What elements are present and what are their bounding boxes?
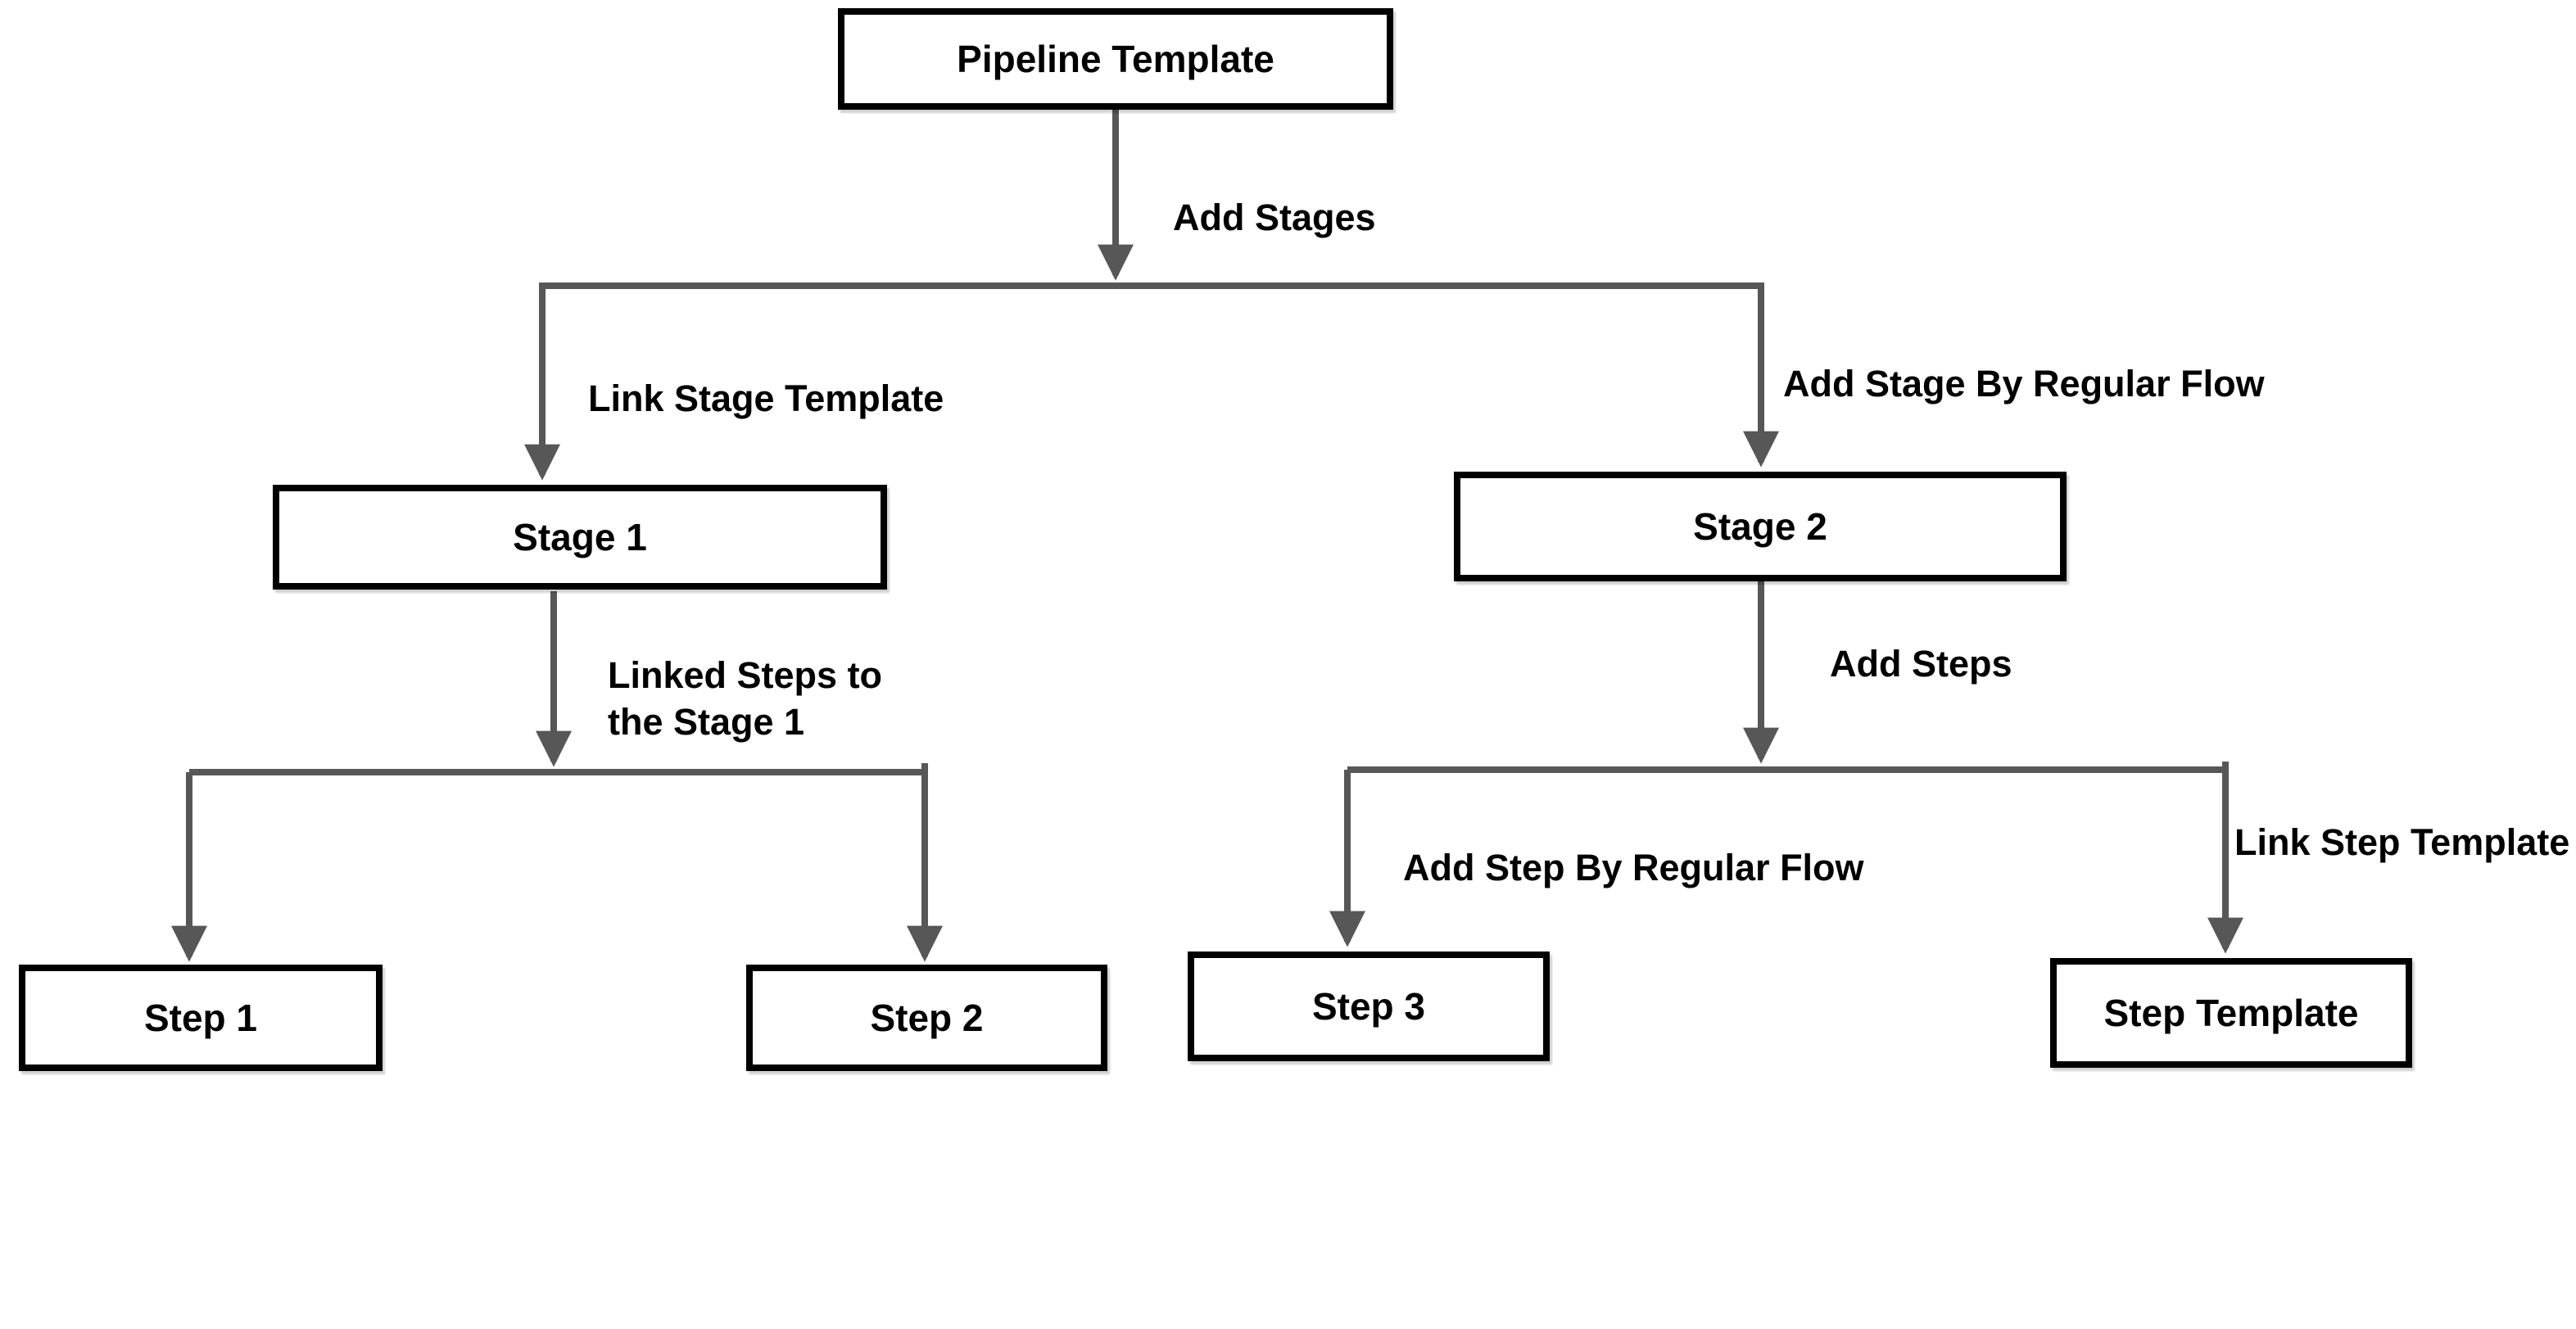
node-step-3: Step 3 bbox=[1188, 952, 1550, 1061]
node-step-template: Step Template bbox=[2050, 958, 2412, 1068]
edge-label-link-stage-template: Link Stage Template bbox=[588, 377, 944, 419]
node-pipeline-template: Pipeline Template bbox=[838, 8, 1393, 110]
node-step-template-label: Step Template bbox=[2103, 992, 2359, 1034]
node-step-2-label: Step 2 bbox=[870, 997, 984, 1039]
node-step-3-label: Step 3 bbox=[1311, 985, 1426, 1028]
node-step-2: Step 2 bbox=[746, 965, 1107, 1071]
edge-label-link-step-template: Link Step Template bbox=[2234, 821, 2570, 863]
edge-label-linked-steps-to-stage-1: Linked Steps to the Stage 1 bbox=[608, 654, 883, 743]
node-stage-1-label: Stage 1 bbox=[513, 516, 647, 558]
node-stage-1: Stage 1 bbox=[273, 485, 887, 590]
node-pipeline-template-label: Pipeline Template bbox=[957, 38, 1274, 80]
edge-label-add-steps: Add Steps bbox=[1830, 643, 2012, 685]
node-step-1-label: Step 1 bbox=[143, 997, 258, 1039]
node-step-1: Step 1 bbox=[19, 965, 383, 1071]
node-stage-2: Stage 2 bbox=[1454, 472, 2067, 581]
edge-label-add-stage-by-regular-flow: Add Stage By Regular Flow bbox=[1783, 363, 2265, 405]
node-stage-2-label: Stage 2 bbox=[1693, 505, 1827, 548]
edge-label-add-stages: Add Stages bbox=[1173, 197, 1376, 238]
edge-label-add-step-by-regular-flow: Add Step By Regular Flow bbox=[1403, 847, 1864, 888]
